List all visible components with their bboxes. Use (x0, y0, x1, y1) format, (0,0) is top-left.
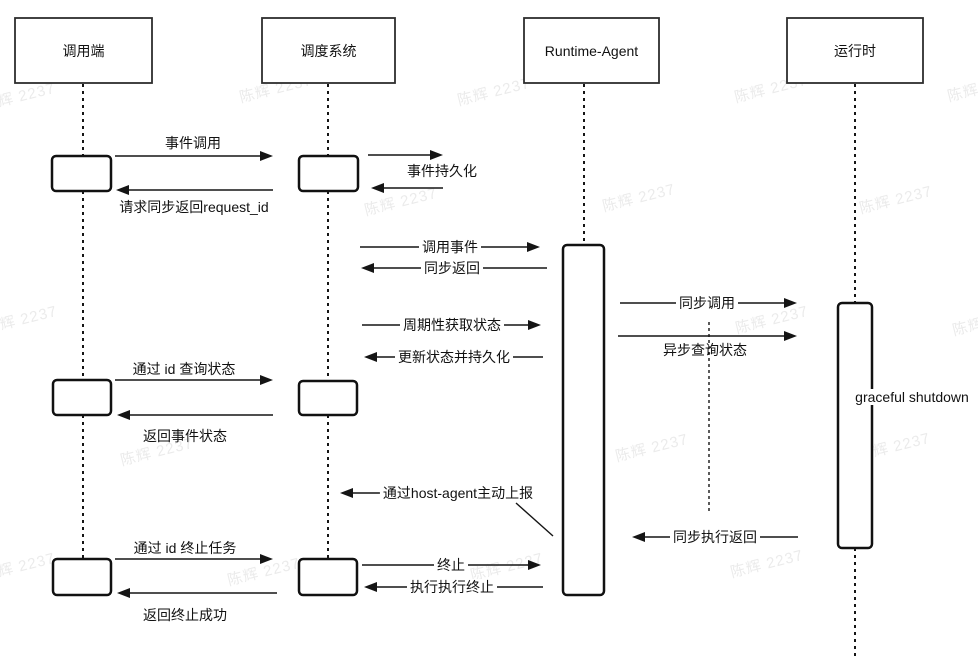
message-arrowhead (430, 150, 443, 160)
activation-bar (561, 243, 606, 597)
actor-box-runtime (786, 17, 924, 84)
message-arrowhead (527, 242, 540, 252)
message-arrowhead (260, 554, 273, 564)
message-arrowhead (340, 488, 353, 498)
message-arrowhead (784, 331, 797, 341)
message-arrowhead (364, 352, 377, 362)
activation-bar (297, 154, 360, 193)
message-arrowhead (116, 185, 129, 195)
message-arrowhead (371, 183, 384, 193)
activation-bar (297, 557, 359, 597)
actor-box-runtime-agent (523, 17, 660, 84)
message-arrowhead (361, 263, 374, 273)
activation-bar (51, 378, 113, 417)
actor-box-caller (14, 17, 153, 84)
activation-bar (297, 379, 359, 417)
message-arrowhead (117, 410, 130, 420)
message-arrowhead (364, 582, 377, 592)
message-arrowhead (117, 588, 130, 598)
activation-bar (51, 557, 113, 597)
message-arrowhead (784, 298, 797, 308)
message-arrowhead (260, 375, 273, 385)
message-arrowhead (260, 151, 273, 161)
host-agent-leader-line (515, 502, 554, 537)
message-arrowhead (528, 560, 541, 570)
actor-box-scheduler (261, 17, 396, 84)
message-arrowhead (632, 532, 645, 542)
message-arrowhead (528, 320, 541, 330)
activation-bar (836, 301, 874, 550)
activation-bar (50, 154, 113, 193)
